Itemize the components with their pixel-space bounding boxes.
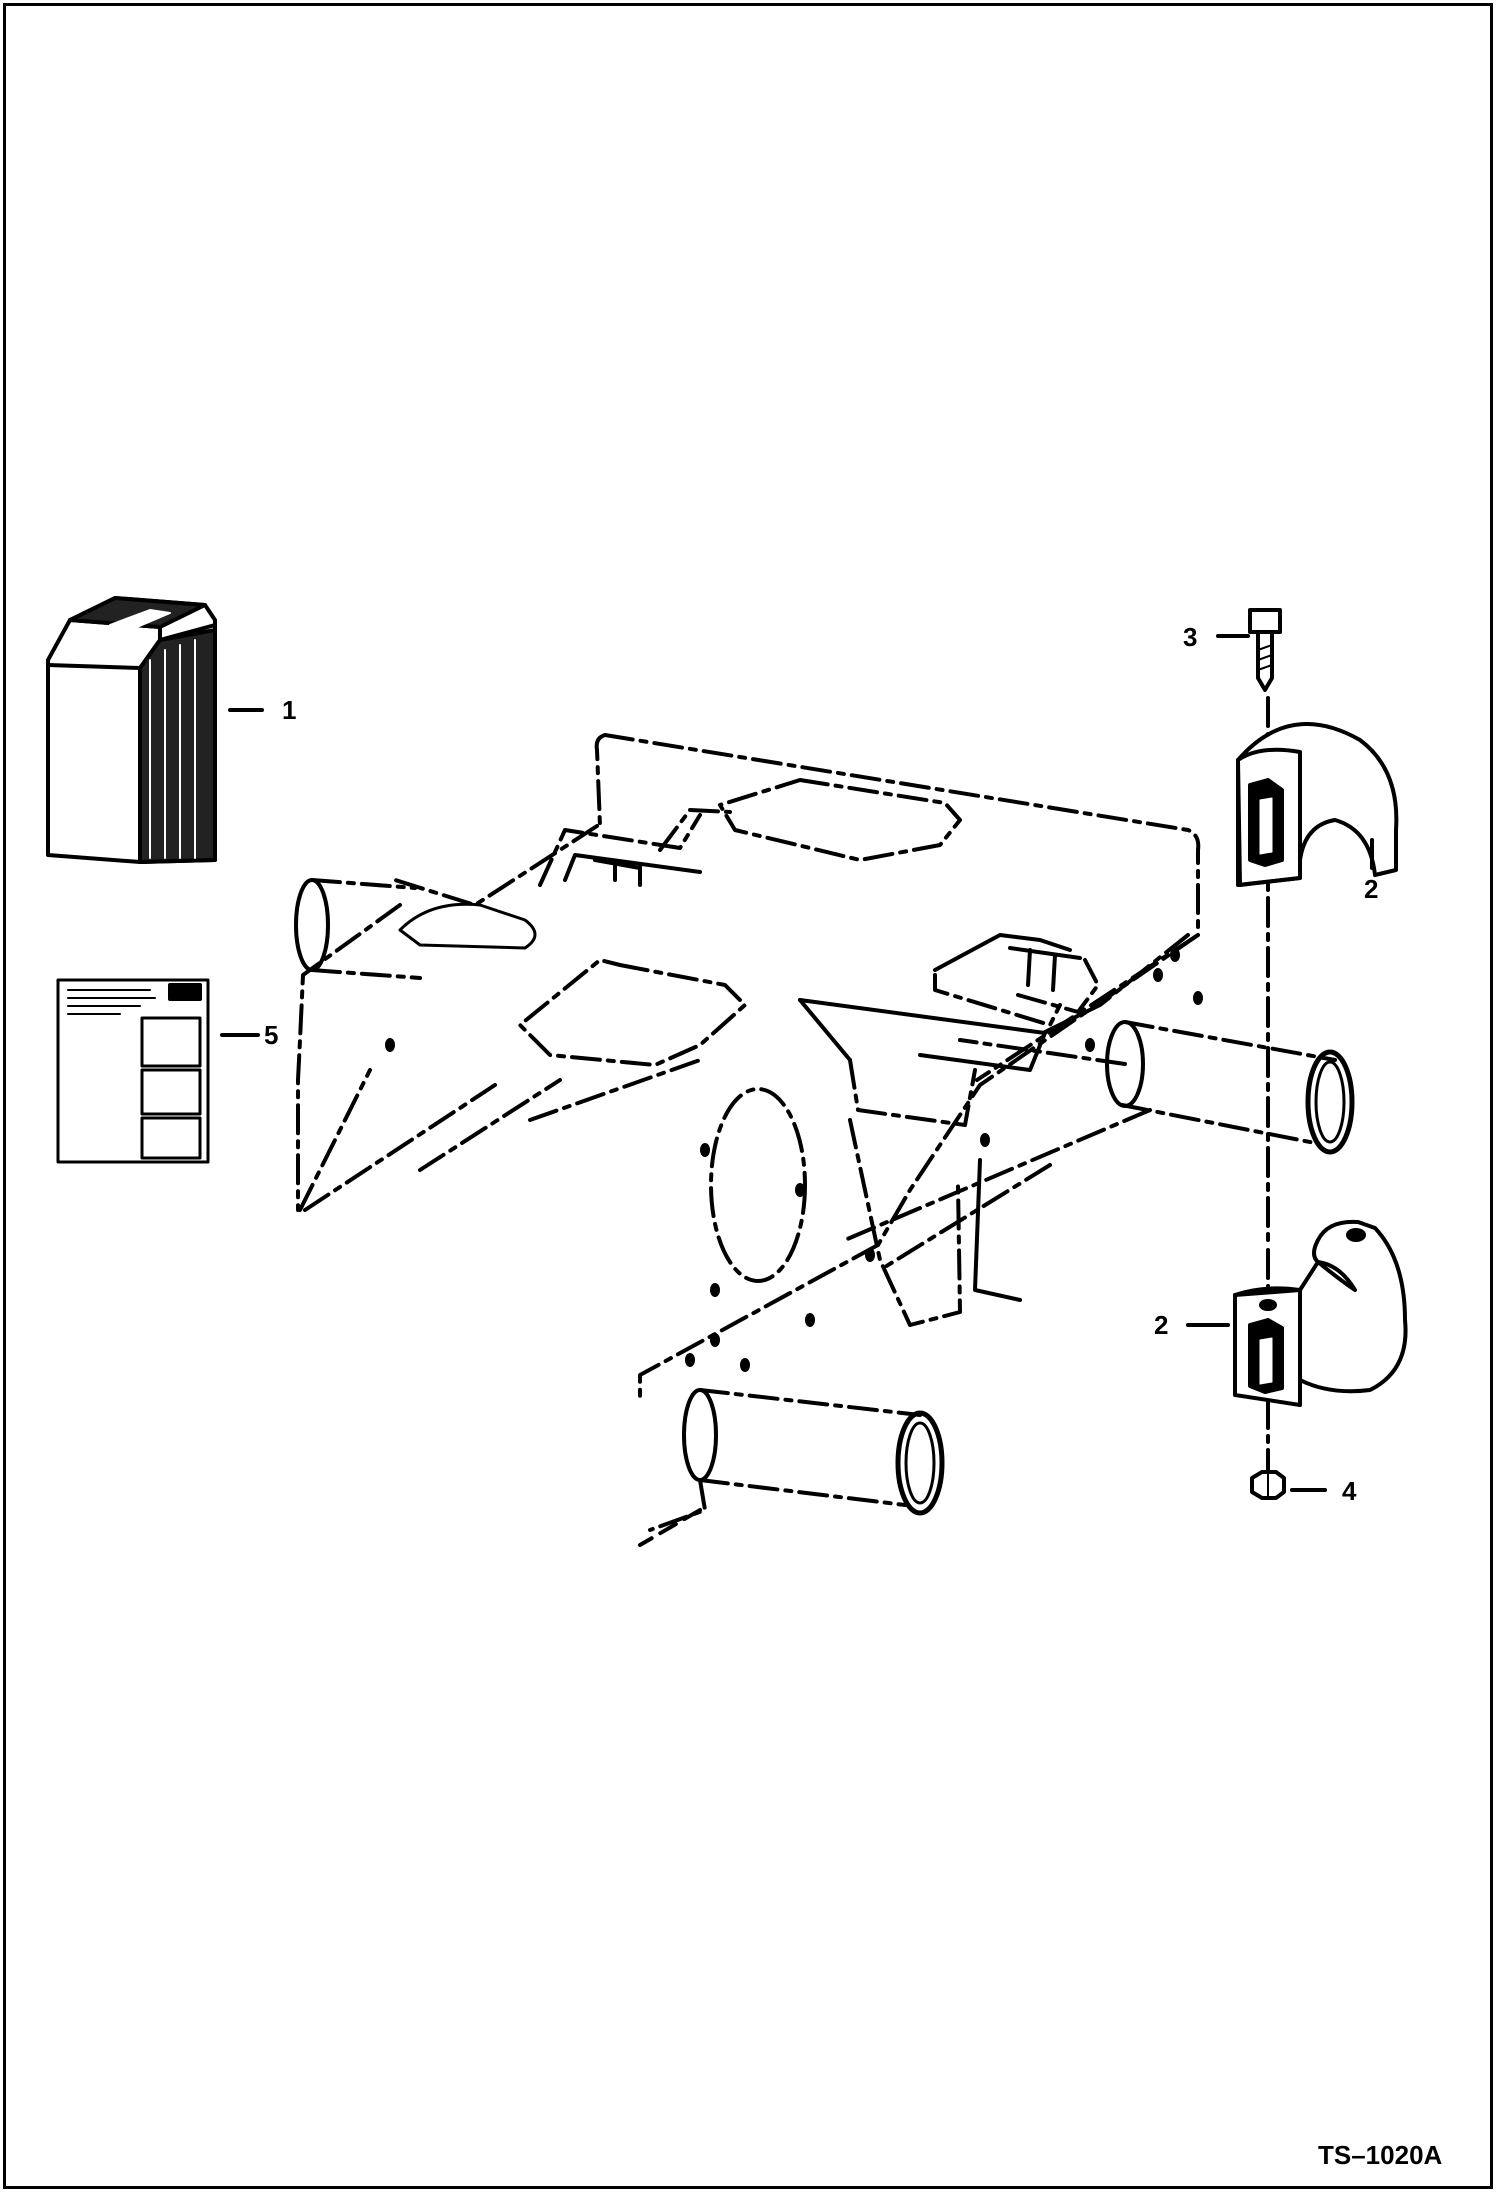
nut bbox=[1250, 1470, 1286, 1500]
left-axle-tube bbox=[294, 878, 422, 980]
upper-clamp bbox=[1236, 722, 1399, 887]
right-axle-tube bbox=[958, 1020, 1355, 1155]
machine-frame-phantom bbox=[296, 733, 1201, 1402]
callout-1: 1 bbox=[282, 695, 297, 725]
callout-3: 3 bbox=[1183, 622, 1198, 652]
callout-2-upper: 2 bbox=[1364, 874, 1379, 904]
callout-4: 4 bbox=[1342, 1476, 1357, 1506]
lower-axle-tube bbox=[638, 1388, 945, 1547]
decal-sheet bbox=[56, 978, 210, 1164]
callout-5: 5 bbox=[264, 1020, 279, 1050]
callout-2-lower: 2 bbox=[1154, 1310, 1169, 1340]
mounting-holes bbox=[385, 948, 1203, 1372]
counterweight-block bbox=[46, 596, 217, 864]
lower-clamp bbox=[1233, 1219, 1408, 1407]
figure-id: TS–1020A bbox=[1318, 2140, 1443, 2170]
bolt bbox=[1248, 608, 1282, 692]
page-border bbox=[3, 3, 1493, 2189]
